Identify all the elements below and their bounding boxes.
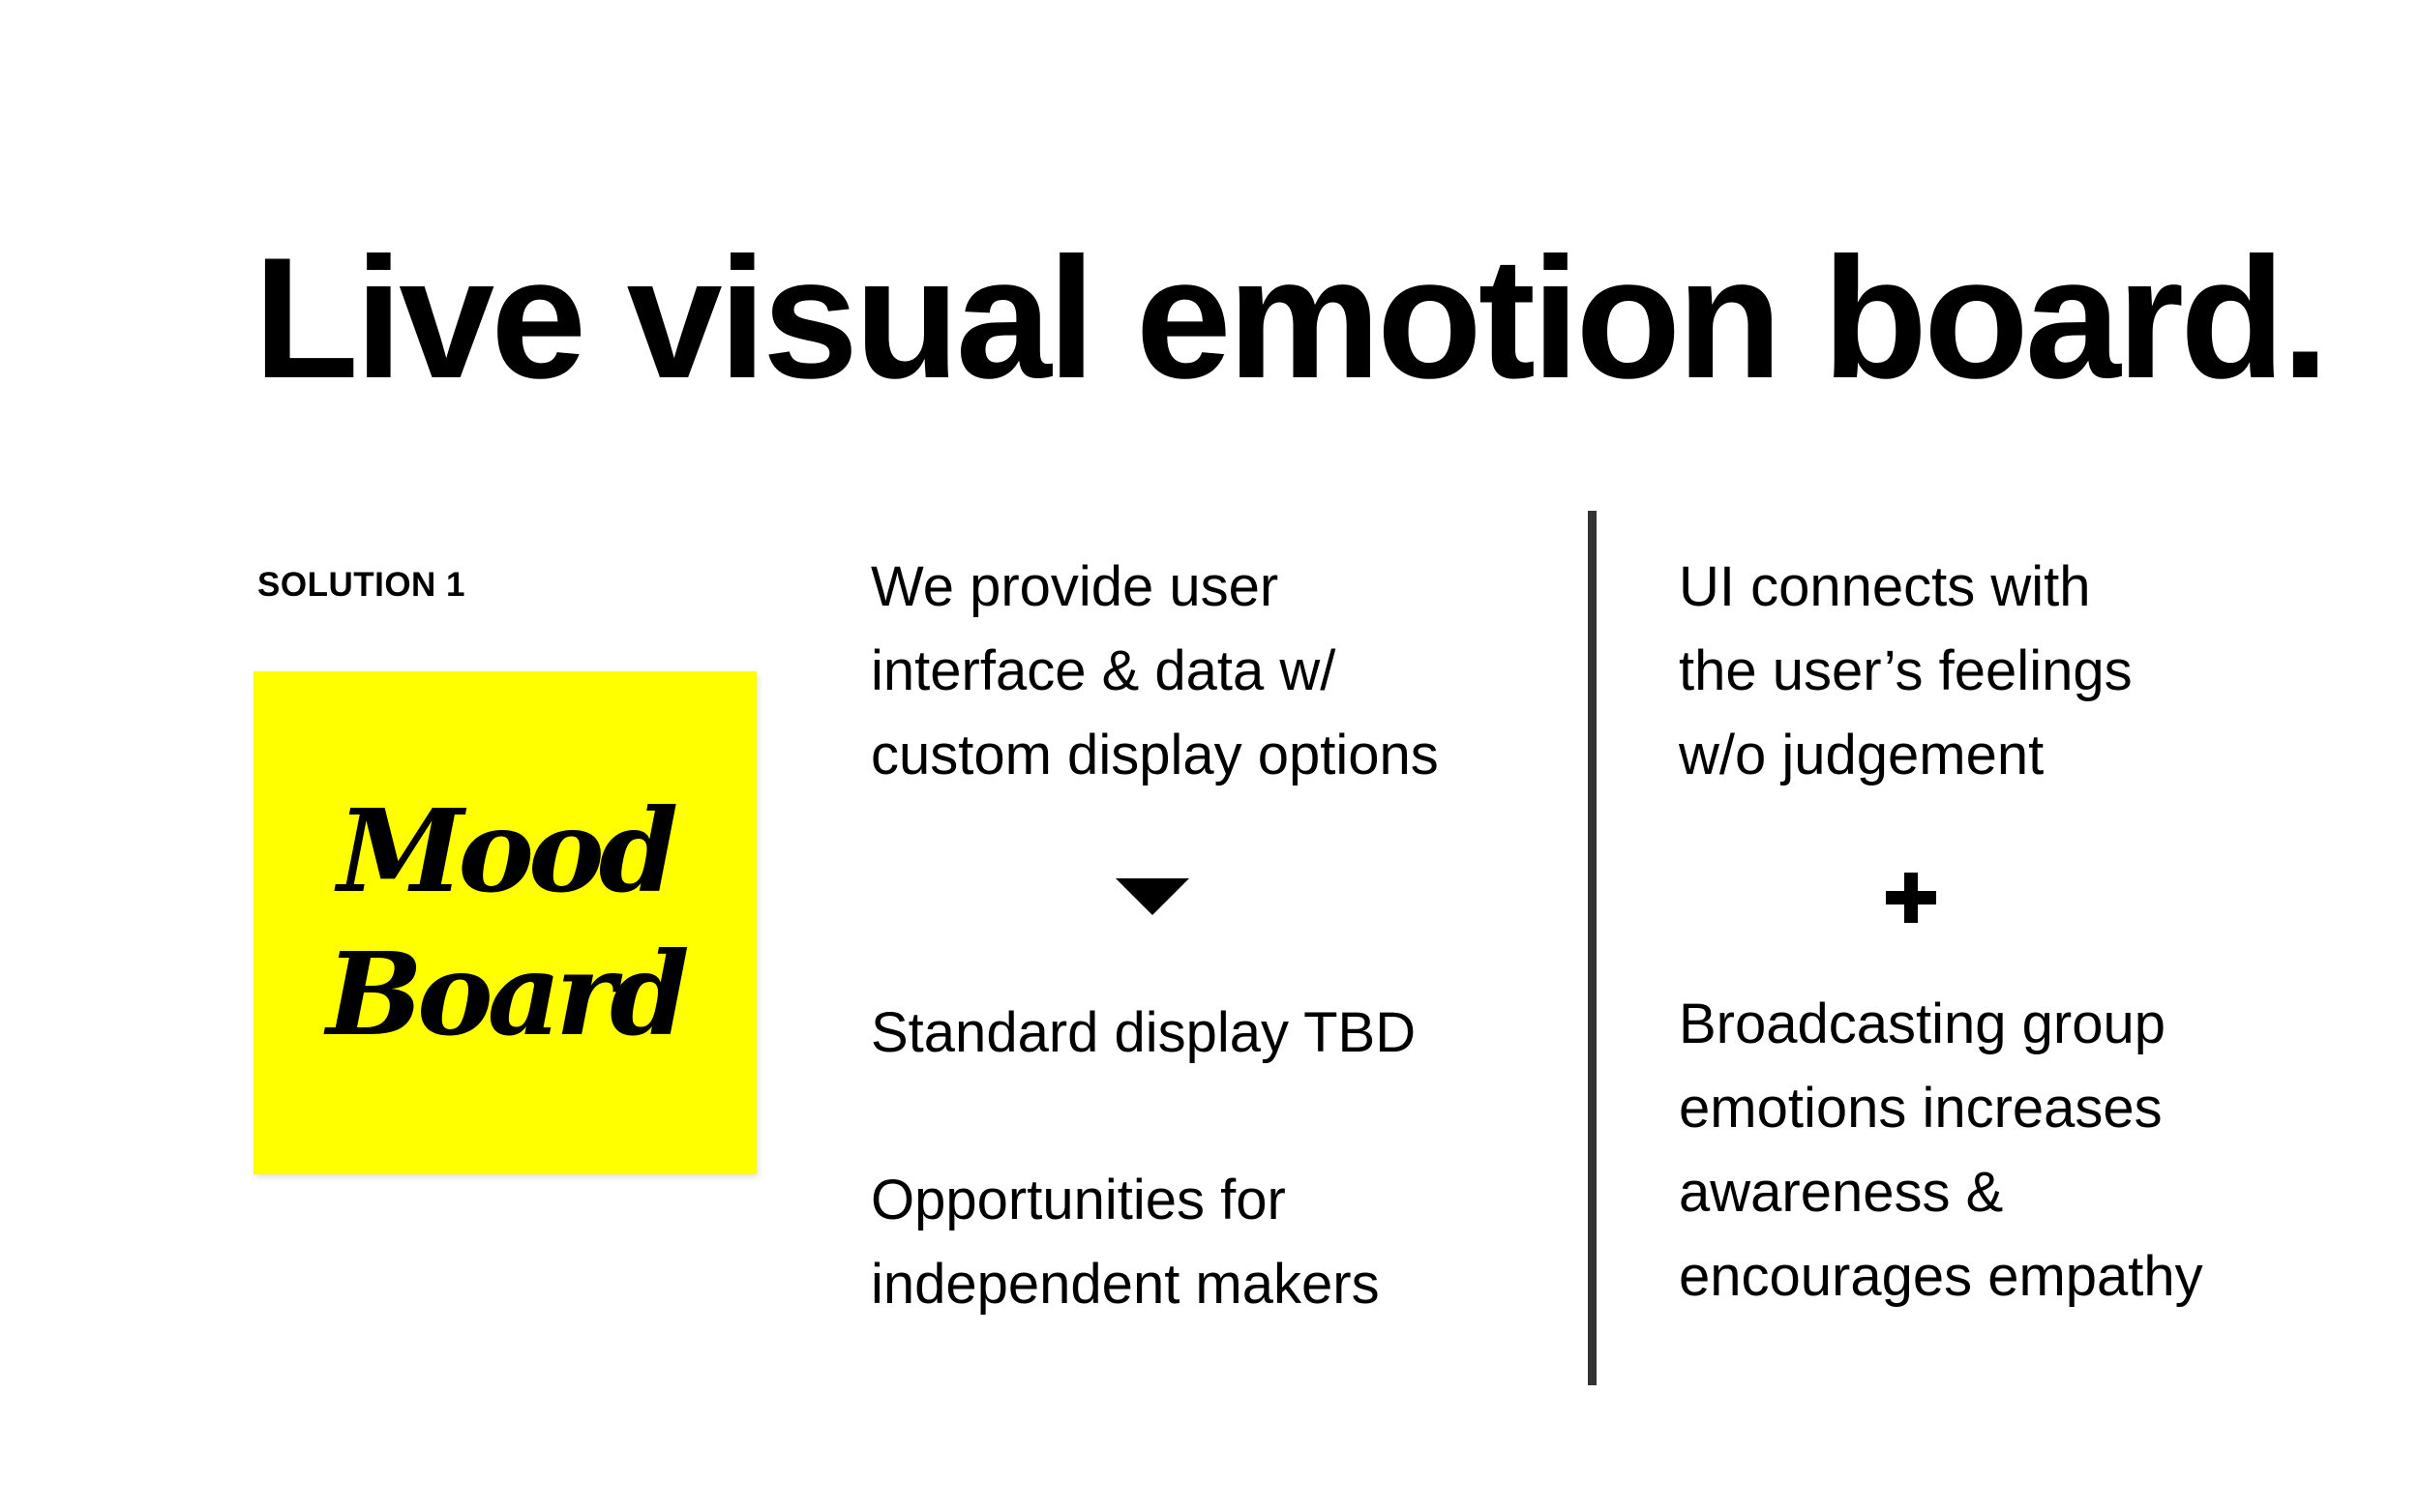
sticky-note-text: Mood Board <box>254 671 757 1174</box>
left-top-line-3: custom display options <box>871 724 1439 786</box>
left-column-bottom-text: Opportunities for independent makers <box>871 1158 1380 1326</box>
right-top-line-1: UI connects with <box>1679 555 2091 618</box>
right-bottom-line-4: encourages empathy <box>1679 1245 2203 1308</box>
plus-icon <box>1886 873 1936 923</box>
right-bottom-line-3: awareness & <box>1679 1161 2004 1224</box>
sticky-note-line-1: Mood <box>337 784 679 918</box>
down-triangle-icon <box>1116 878 1189 915</box>
left-top-line-2: interface & data w/ <box>871 639 1336 702</box>
right-bottom-line-1: Broadcasting group <box>1679 993 2165 1055</box>
right-column-top-text: UI connects with the user’s feelings w/o… <box>1679 545 2133 797</box>
left-bottom-line-1: Opportunities for <box>871 1169 1286 1231</box>
left-column-top-text: We provide user interface & data w/ cust… <box>871 545 1439 797</box>
mood-board-sticky-note: Mood Board <box>254 671 757 1174</box>
right-top-line-3: w/o judgement <box>1679 724 2045 786</box>
right-top-line-2: the user’s feelings <box>1679 639 2133 702</box>
right-bottom-line-2: emotions increases <box>1679 1077 2163 1140</box>
left-top-line-1: We provide user <box>871 555 1279 618</box>
page-title: Live visual emotion board. <box>254 222 2329 414</box>
sticky-note-line-2: Board <box>326 927 690 1061</box>
left-column-middle-text: Standard display TBD <box>871 991 1416 1075</box>
solution-label: SOLUTION 1 <box>257 566 466 604</box>
left-middle-line: Standard display TBD <box>871 1001 1417 1064</box>
left-bottom-line-2: independent makers <box>871 1253 1380 1316</box>
right-column-bottom-text: Broadcasting group emotions increases aw… <box>1679 982 2203 1319</box>
column-divider <box>1588 511 1597 1385</box>
